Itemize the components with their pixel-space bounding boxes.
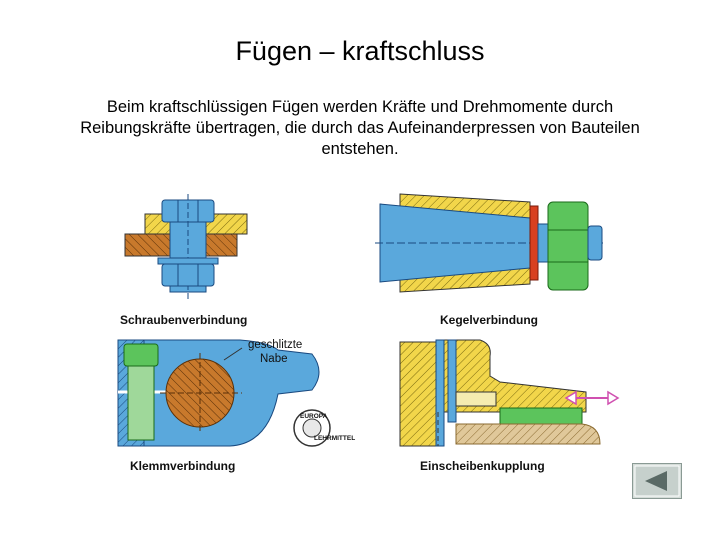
logo-text-bottom: LEHRMITTEL (314, 435, 355, 442)
hub-label-line1: geschlitzte (248, 339, 302, 351)
caption-screw-joint: Schraubenverbindung (120, 313, 247, 327)
clutch-drawing (399, 339, 620, 447)
intro-text: Beim kraftschlüssigen Fügen werden Kräft… (80, 98, 640, 158)
caption-clamp-joint: Klemmverbindung (130, 459, 235, 473)
screw-joint-drawing (124, 194, 248, 302)
double-arrow-icon (564, 390, 620, 406)
clamp-joint-drawing: geschlitzte Nabe (117, 339, 320, 447)
hub-label-line2: Nabe (260, 353, 288, 365)
logo-text-top: EUROPA (300, 413, 328, 420)
slide-title: Fügen – kraftschluss (235, 36, 485, 66)
caption-cone-joint: Kegelverbindung (440, 313, 538, 327)
caption-clutch: Einscheibenkupplung (420, 459, 545, 473)
cone-joint-drawing (375, 193, 605, 293)
back-button[interactable] (632, 463, 682, 499)
triangle-left-icon (645, 471, 667, 491)
technical-figure: geschlitzte Nabe EUROPA LEHRMITTEL Schra… (117, 193, 620, 473)
europa-lehrmittel-logo: EUROPA LEHRMITTEL (293, 409, 355, 447)
